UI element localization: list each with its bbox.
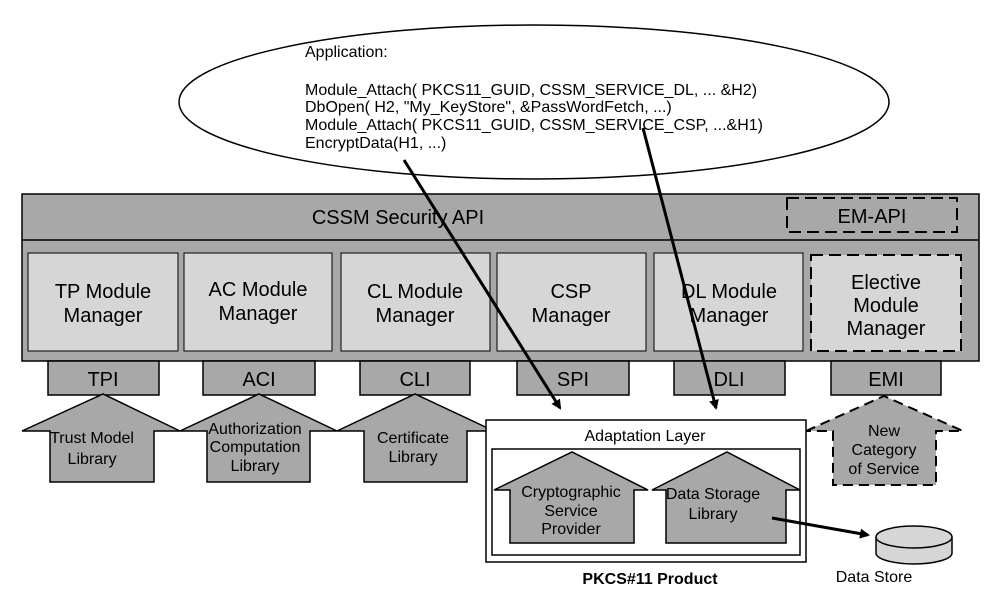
new-category-line-3: of Service <box>848 461 919 478</box>
adaptation-layer-label: Adaptation Layer <box>585 428 707 445</box>
csp-provider-line-3: Provider <box>541 521 601 538</box>
authorization-library-line-2: Computation <box>210 439 301 456</box>
csp-manager-line-2: Manager <box>532 305 611 327</box>
certificate-library-line-2: Library <box>389 449 438 466</box>
authorization-library-line-1: Authorization <box>208 421 301 438</box>
data-store: Data Store <box>836 525 953 586</box>
em-api-box <box>786 197 958 233</box>
tpi-tab <box>47 360 160 396</box>
cl-module-manager <box>340 252 491 352</box>
ac-module-manager <box>183 252 333 352</box>
dli-tab <box>673 360 786 396</box>
new-category-line-2: Category <box>852 442 917 459</box>
arrow-application-to-dli <box>641 127 719 410</box>
certificate-library-line-1: Certificate <box>377 430 449 447</box>
trust-model-library-shape <box>21 393 181 483</box>
pkcs11-product-label: PKCS#11 Product <box>582 571 718 588</box>
elective-module-manager <box>810 254 962 352</box>
ac-manager-line-2: Manager <box>219 303 298 325</box>
elective-manager-line-2: Module <box>853 295 919 317</box>
adaptation-layer-inner-box <box>491 448 801 556</box>
aci-label: ACI <box>242 369 275 391</box>
csp-manager <box>496 252 647 352</box>
pkcs11-product: Adaptation Layer Cryptographic Service P… <box>485 419 807 588</box>
data-store-cylinder-top <box>875 525 953 549</box>
certificate-library-shape <box>336 393 495 483</box>
data-storage-library-line-2: Library <box>689 506 738 523</box>
emi-label: EMI <box>868 369 904 391</box>
application-ellipse: Application: Module_Attach( PKCS11_GUID,… <box>178 24 890 180</box>
dl-manager-line-1: DL Module <box>681 281 777 303</box>
csp-provider-line-1: Cryptographic <box>521 484 621 501</box>
csp-manager-line-1: CSP <box>550 281 591 303</box>
arrow-application-to-spi <box>402 159 562 410</box>
authorization-library-line-3: Library <box>231 458 280 475</box>
tp-module-manager <box>27 252 179 352</box>
cl-manager-line-2: Manager <box>376 305 455 327</box>
application-ellipse-shape <box>178 24 890 180</box>
cssm-security-api-label: CSSM Security API <box>312 207 484 229</box>
application-line-2: DbOpen( H2, "My_KeyStore", &PassWordFetc… <box>305 99 672 116</box>
new-category-of-service-shape <box>805 394 964 486</box>
application-title: Application: <box>305 44 388 61</box>
managers-row: TP Module Manager AC Module Manager CL M… <box>27 252 962 352</box>
tpi-label: TPI <box>87 369 118 391</box>
interfaces-row: TPI ACI CLI SPI DLI EMI <box>47 360 942 396</box>
data-store-label: Data Store <box>836 569 913 586</box>
em-api-label: EM-API <box>838 206 907 228</box>
elective-manager-line-1: Elective <box>851 272 921 294</box>
dl-manager-line-2: Manager <box>690 305 769 327</box>
arrow-data-storage-to-data-store <box>771 516 870 539</box>
arrows <box>402 127 870 539</box>
application-line-1: Module_Attach( PKCS11_GUID, CSSM_SERVICE… <box>305 82 757 99</box>
libraries-row: Trust Model Library Authorization Comput… <box>21 393 964 486</box>
cryptographic-service-provider-shape <box>493 451 649 544</box>
cli-label: CLI <box>399 369 430 391</box>
emi-tab <box>830 360 942 396</box>
data-storage-library-line-1: Data Storage <box>666 486 760 503</box>
elective-manager-line-3: Manager <box>847 318 926 340</box>
authorization-computation-library-shape <box>179 393 338 483</box>
spi-label: SPI <box>557 369 589 391</box>
tp-manager-line-1: TP Module <box>55 281 151 303</box>
cl-manager-line-1: CL Module <box>367 281 463 303</box>
trust-model-library-line-2: Library <box>68 451 117 468</box>
dli-label: DLI <box>713 369 744 391</box>
trust-model-library-line-1: Trust Model <box>50 430 134 447</box>
application-line-3: Module_Attach( PKCS11_GUID, CSSM_SERVICE… <box>305 117 763 134</box>
new-category-line-1: New <box>868 423 900 440</box>
tp-manager-line-2: Manager <box>64 305 143 327</box>
application-line-4: EncryptData(H1, ...) <box>305 135 446 152</box>
csp-provider-line-2: Service <box>544 503 597 520</box>
ac-manager-line-1: AC Module <box>209 279 308 301</box>
data-storage-library-shape <box>651 451 801 544</box>
